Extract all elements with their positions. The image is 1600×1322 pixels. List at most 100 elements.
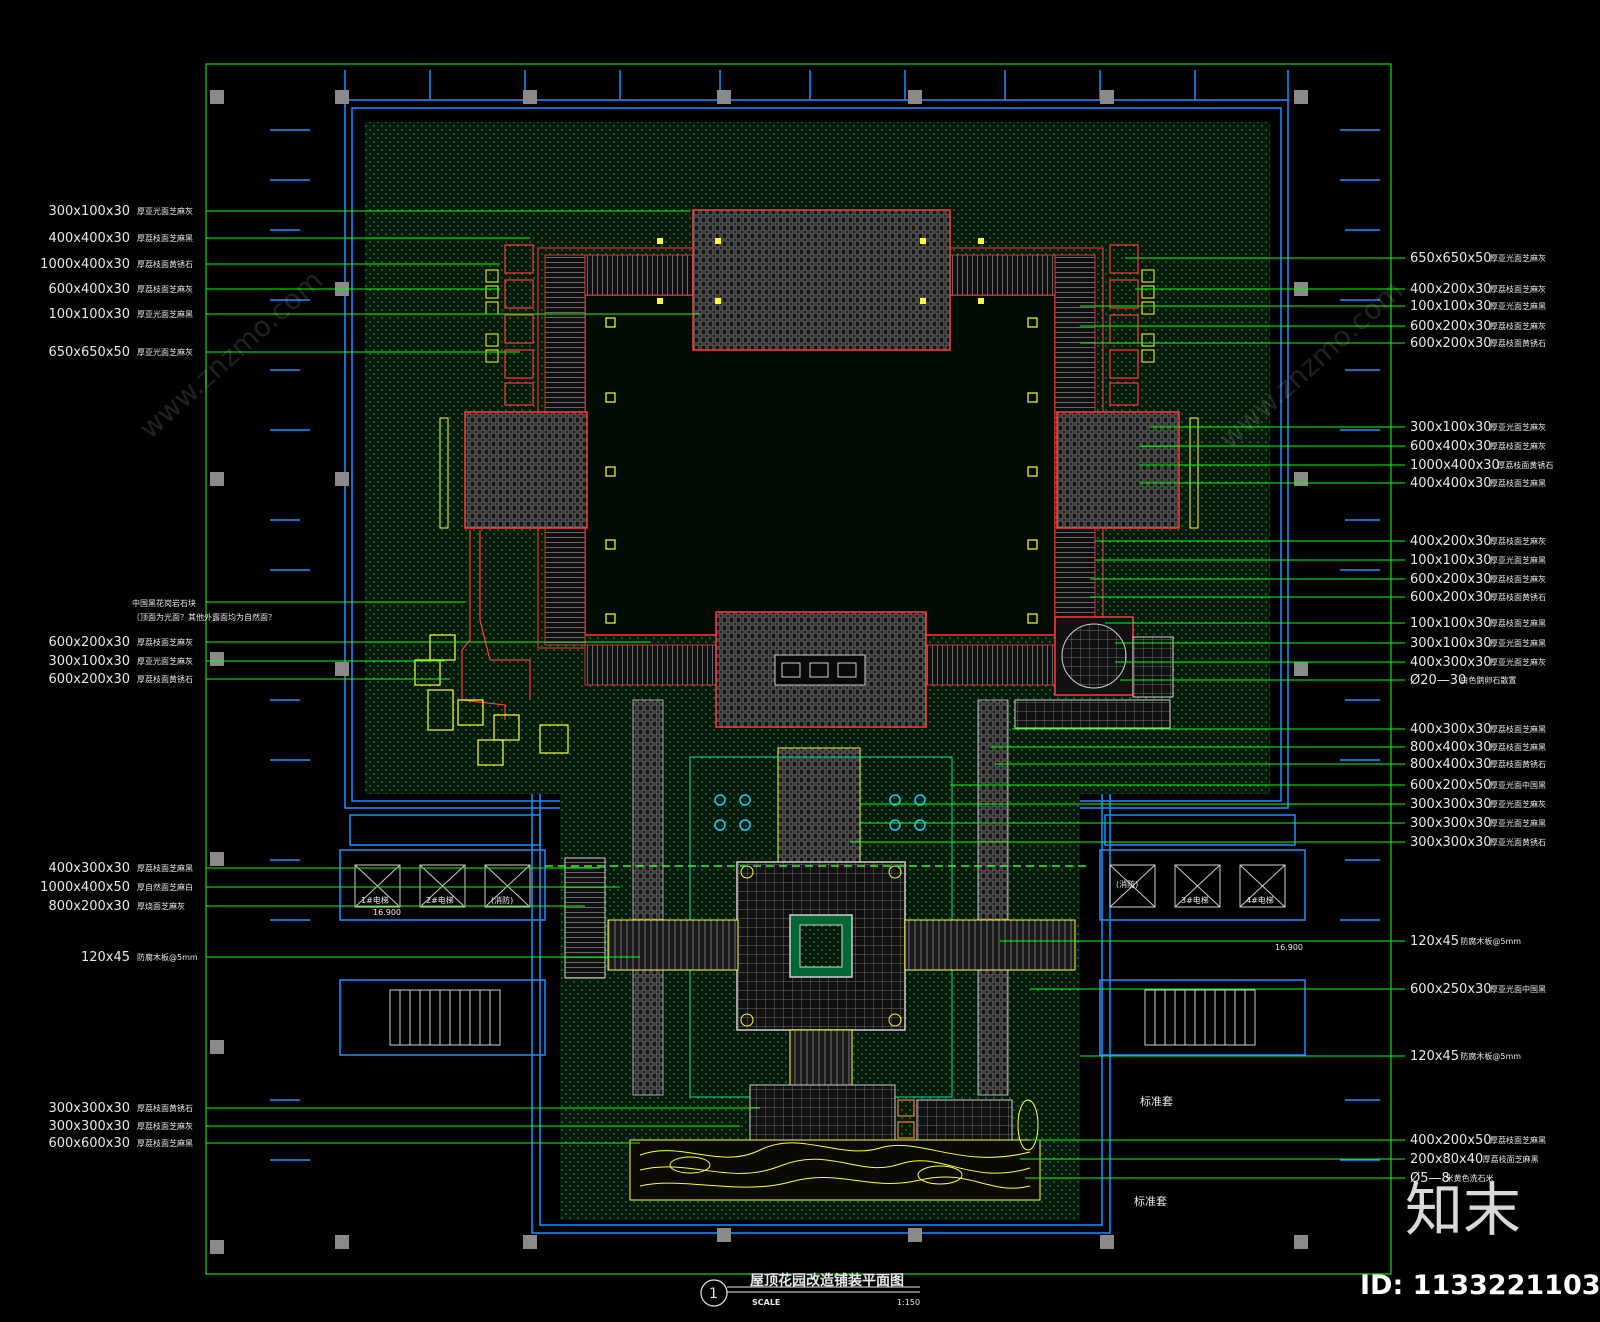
watermark-brand: 知末 (1405, 1176, 1521, 1244)
callout-material: 米黄色洗石米 (1446, 1173, 1494, 1183)
callout-material: 厚亚光面芝麻灰 (1490, 799, 1546, 809)
callout-material: 厚荔枝面黄锈石 (1497, 460, 1553, 470)
lobby-right-1: (消防) (1116, 879, 1138, 889)
left-pavilion (464, 411, 588, 529)
labels-right: 650x650x50厚亚光面芝麻灰400x200x30厚荔枝面芝麻灰100x10… (1410, 251, 1553, 1186)
callout-material: （顶面为光面？其他外露面均为自然面？ (132, 612, 276, 622)
callout-dimension: 600x200x30 (48, 672, 130, 687)
callout-dimension: 200x80x40 (1410, 1152, 1483, 1167)
callout-material: 厚亚光面中国黑 (1490, 780, 1546, 790)
callout-dimension: 600x600x30 (48, 1136, 130, 1151)
callout-material: 厚烧面芝麻灰 (137, 901, 185, 911)
callout-dimension: Ø20—30 (1410, 673, 1466, 688)
callout-material: 厚荔枝面芝麻黑 (1490, 618, 1546, 628)
callout-dimension: 400x400x30 (1410, 476, 1492, 491)
callout-material: 厚荔枝面芝麻黑 (1490, 1135, 1546, 1145)
callout-material: 厚荔枝面芝麻灰 (137, 637, 193, 647)
level-mark-right: 16.900 (1275, 943, 1303, 952)
callout-dimension: 600x400x30 (1410, 439, 1492, 454)
callout-dimension: 600x250x30 (1410, 982, 1492, 997)
callout-dimension: 400x400x30 (48, 231, 130, 246)
callout-material: 厚荔枝面芝麻灰 (1490, 441, 1546, 451)
callout-dimension: 800x400x30 (1410, 757, 1492, 772)
callout-material: 厚荔枝面芝麻黑 (137, 1138, 193, 1148)
callout-material: 厚亚光面芝麻灰 (1490, 253, 1546, 263)
callout-dimension: 600x200x30 (1410, 590, 1492, 605)
callout-dimension: 600x200x30 (1410, 319, 1492, 334)
elevator-shafts (354, 864, 1286, 1046)
callout-dimension: 100x100x30 (1410, 299, 1492, 314)
callout-dimension: 400x300x30 (48, 861, 130, 876)
central-plaza (584, 294, 1056, 636)
callout-dimension: 300x300x30 (1410, 816, 1492, 831)
callout-dimension: 300x100x30 (1410, 420, 1492, 435)
callout-dimension: 400x200x30 (1410, 534, 1492, 549)
callout-material: 厚荔枝面黄锈石 (137, 1103, 193, 1113)
scale-value: 1:150 (897, 1298, 920, 1307)
standard-room-label-2: 标准套 (1134, 1194, 1167, 1208)
callout-dimension: 600x200x30 (48, 635, 130, 650)
callout-dimension: 1000x400x30 (40, 257, 130, 272)
callout-dimension: 600x400x30 (48, 282, 130, 297)
lobby-left-3: (消防) (491, 895, 513, 905)
drawing-title: 屋顶花园改造铺装平面图 (750, 1272, 904, 1289)
callout-material: 厚荔枝面芝麻黑 (1490, 742, 1546, 752)
callout-dimension: 650x650x50 (1410, 251, 1492, 266)
callout-material: 厚荔枝面芝麻黑 (137, 863, 193, 873)
callout-material: 白色鹅卵石散置 (1460, 675, 1516, 685)
callout-dimension: 400x300x30 (1410, 722, 1492, 737)
callout-dimension: 600x200x30 (1410, 336, 1492, 351)
plaza-lights (605, 317, 1038, 624)
lobby-right-2: 3#电梯 (1181, 895, 1209, 905)
wooden-deck-east (904, 919, 1076, 971)
central-walkway (777, 747, 861, 869)
callout-material: 厚亚光面芝麻黑 (1490, 301, 1546, 311)
pavilion-lights (657, 238, 984, 304)
callout-material: 厚亚光面芝麻黑 (137, 309, 193, 319)
structural-columns (210, 90, 1308, 1254)
callout-material: 厚亚光面芝麻黑 (1490, 555, 1546, 565)
callout-dimension: 120x45 (81, 950, 130, 965)
callout-material: 厚荔枝面黄锈石 (1490, 592, 1546, 602)
callout-material: 厚荔枝面芝麻黑 (1490, 478, 1546, 488)
callout-dimension: 650x650x50 (48, 345, 130, 360)
callout-material: 厚亚光面芝麻灰 (1490, 422, 1546, 432)
callout-material: 防腐木板@5mm (137, 952, 198, 962)
drawing-frame (205, 63, 1392, 1275)
callout-dimension: 600x200x30 (1410, 572, 1492, 587)
callout-dimension: 400x300x30 (1410, 655, 1492, 670)
level-mark-left: 16.900 (373, 908, 401, 917)
right-pavilion (1056, 411, 1180, 529)
callout-dimension: 300x300x30 (1410, 797, 1492, 812)
building-structure (270, 70, 1380, 1234)
leader-lines (206, 210, 1405, 1179)
callout-material: 厚荔枝面芝麻灰 (1490, 321, 1546, 331)
callout-material: 厚亚光面芝麻灰 (1490, 657, 1546, 667)
lobby-right-3: 4#电梯 (1246, 895, 1274, 905)
callout-dimension: 100x100x30 (1410, 616, 1492, 631)
callout-dimension: 120x45 (1410, 1049, 1459, 1064)
callout-material: 厚荔枝面芝麻黑 (137, 233, 193, 243)
watermark-id: ID: 1133221103 (1360, 1270, 1600, 1301)
callout-material: 厚荔枝面黄锈石 (1490, 759, 1546, 769)
callout-dimension: 800x400x30 (1410, 740, 1492, 755)
callout-material: 厚亚光面芝麻黑 (1490, 638, 1546, 648)
callout-dimension: 100x100x30 (48, 307, 130, 322)
callout-material: 厚亚光面芝麻灰 (137, 206, 193, 216)
fountain-jets (714, 794, 926, 831)
callout-material: 厚荔枝面芝麻灰 (137, 1121, 193, 1131)
labels-left: 300x100x30 厚亚光面芝麻灰 400x400x30 厚荔枝面芝麻黑 1000x4… (40, 204, 276, 1151)
callout-material: 防腐木板@5mm (1460, 1051, 1521, 1061)
standard-room-label-1: 标准套 (1140, 1094, 1173, 1108)
callout-material: 厚荔枝面黄锈石 (137, 259, 193, 269)
callout-dimension: 120x45 (1410, 934, 1459, 949)
wooden-deck-west (607, 919, 739, 971)
callout-dimension: 300x300x30 (48, 1101, 130, 1116)
scale-label: SCALE (752, 1298, 780, 1307)
callout-material: 厚荔枝面芝麻黑 (1490, 724, 1546, 734)
callout-dimension: 300x100x30 (48, 654, 130, 669)
callout-dimension: 600x200x50 (1410, 778, 1492, 793)
callout-dimension: 300x100x30 (48, 204, 130, 219)
callout-dimension: 100x100x30 (1410, 553, 1492, 568)
